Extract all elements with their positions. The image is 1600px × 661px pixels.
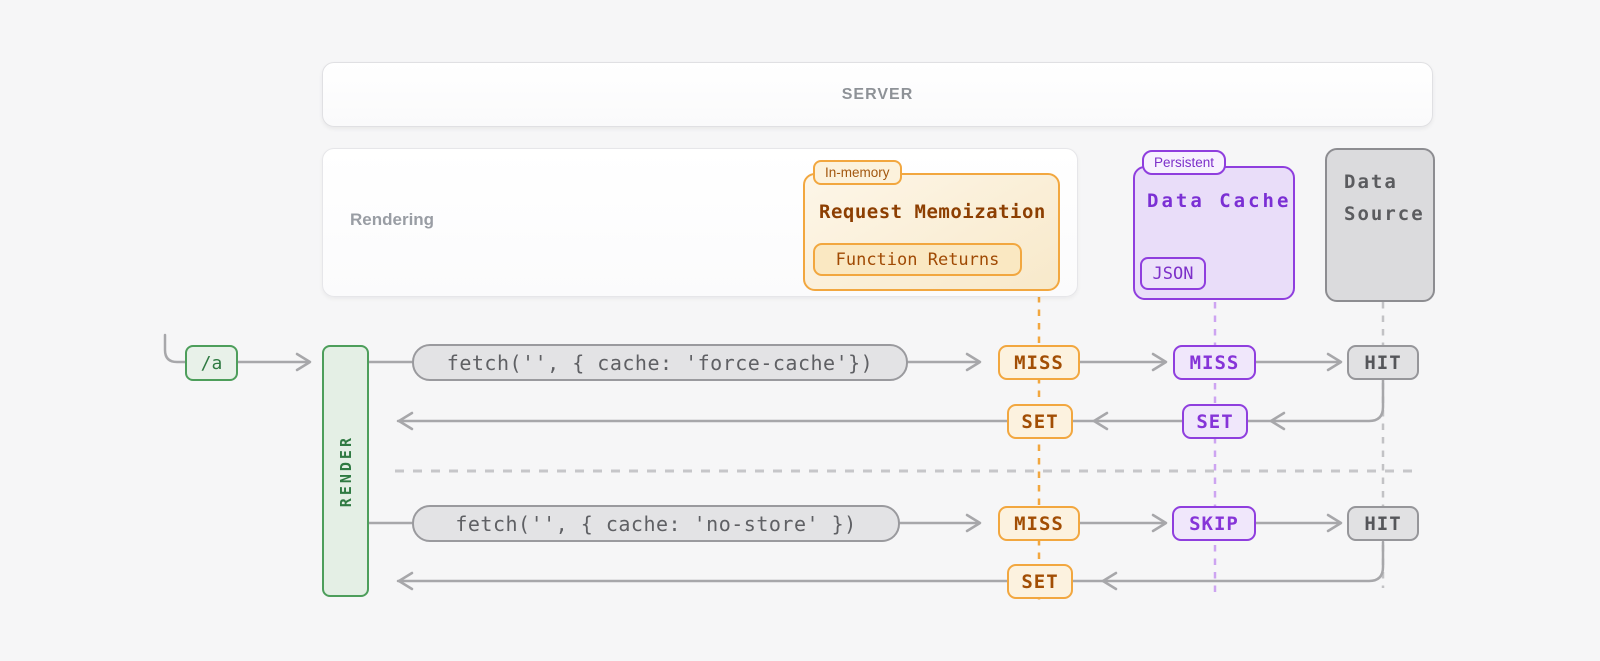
row1-memo-set-badge: SET (1007, 404, 1073, 439)
row2-memo-set-badge: SET (1007, 564, 1073, 599)
persistent-badge: Persistent (1142, 150, 1227, 175)
row1-cache-miss-badge: MISS (1173, 345, 1256, 380)
row1-cache-set-badge: SET (1182, 404, 1248, 439)
fetch-no-store-pill: fetch('', { cache: 'no-store' }) (412, 505, 900, 542)
render-label: RENDER (336, 434, 355, 508)
in-memory-badge-label: In-memory (825, 165, 890, 180)
row2-source-hit-badge: HIT (1347, 506, 1419, 541)
row2-cache-skip-badge: SKIP (1172, 506, 1256, 541)
server-box: SERVER (322, 62, 1433, 127)
function-returns-label: Function Returns (835, 249, 1000, 270)
persistent-badge-label: Persistent (1154, 155, 1215, 170)
in-memory-badge: In-memory (813, 160, 902, 185)
fetch-force-cache-pill: fetch('', { cache: 'force-cache'}) (412, 344, 908, 381)
render-bar: RENDER (322, 345, 369, 597)
server-label: SERVER (841, 85, 914, 103)
function-returns-pill: Function Returns (813, 243, 1022, 276)
json-pill-label: JSON (1152, 263, 1194, 284)
row2-memo-miss-badge: MISS (998, 506, 1080, 541)
request-memoization-title: Request Memoization (819, 201, 1046, 223)
route-badge: /a (185, 345, 238, 381)
json-pill: JSON (1140, 257, 1206, 290)
row1-memo-miss-badge: MISS (998, 345, 1080, 380)
row1-source-hit-badge: HIT (1347, 345, 1419, 380)
data-cache-title: Data Cache (1147, 190, 1292, 212)
data-source-box: Data Source (1325, 148, 1435, 302)
rendering-label: Rendering (350, 210, 435, 229)
route-label: /a (200, 352, 223, 374)
